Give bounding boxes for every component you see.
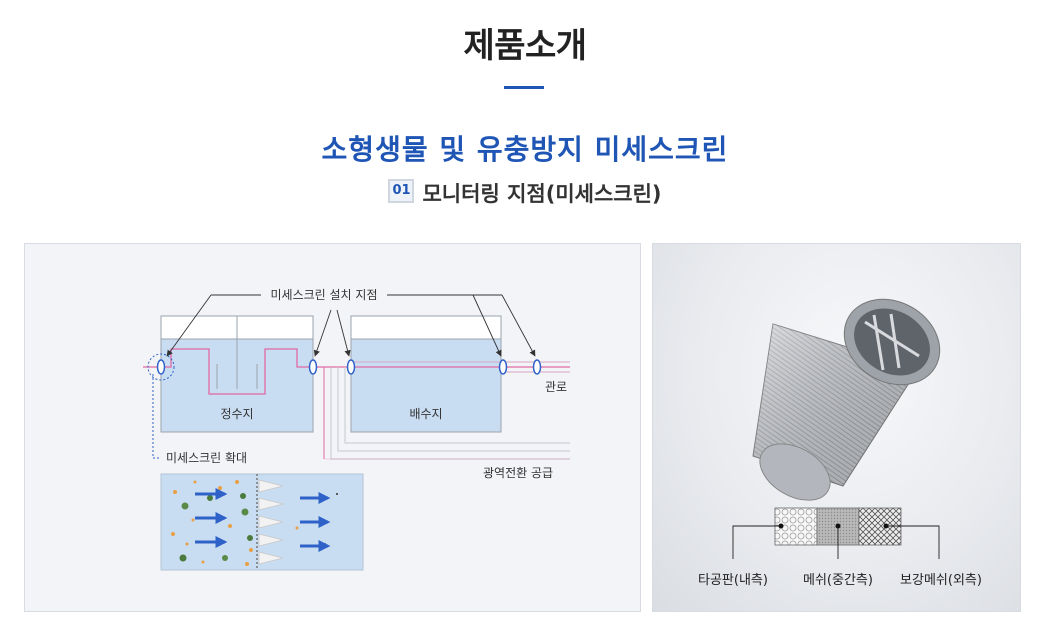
zoom-label: 미세스크린 확대 [166,451,247,465]
monitoring-diagram-panel: 정수지 배수지 미세스크린 설치 지점 [24,243,641,612]
wide-area-supply-lines [323,367,570,460]
distribution-tank [350,315,502,433]
micro-screen-product: 타공판(내측) 메쉬(중간측) 보강메쉬(외측) [698,298,982,588]
leader-dot-mesh [835,523,841,529]
purification-tank [160,315,314,433]
screen-point-3 [346,359,356,375]
screen-point-4 [498,359,508,375]
screen-point-5 [532,359,542,375]
wide-area-supply-label: 광역전환 공급 [483,466,553,480]
swatch-reinforced [858,507,902,546]
monitoring-diagram: 정수지 배수지 미세스크린 설치 지점 [143,288,570,571]
pipeline-label: 관로 [545,380,567,394]
zoom-mesh-strip [256,474,284,570]
layer-label-perforated: 타공판(내측) [698,573,768,588]
zoom-particles [171,480,338,566]
layer-leaders [732,525,940,559]
leader-dot-reinforced [883,523,889,529]
zoom-flow-arrows [195,488,331,552]
subtitle-text: 모니터링 지점(미세스크린) [422,182,662,206]
install-points-leaders [166,294,536,357]
flow-line [143,348,570,395]
product-image-panel: 타공판(내측) 메쉬(중간측) 보강메쉬(외측) [652,243,1021,612]
layer-label-reinforced: 보강메쉬(외측) [900,573,982,588]
screen-cylinder [752,298,941,501]
tank-distribution-label: 배수지 [409,407,442,421]
install-points-label: 미세스크린 설치 지점 [271,288,378,302]
title-underline [504,86,544,89]
subtitle-number-badge: 01 [388,179,415,203]
zoom-leader [152,374,161,459]
screen-zoom-box [160,473,364,571]
layer-label-mesh: 메쉬(중간측) [803,573,873,588]
section-title: 소형생물 및 유충방지 미세스크린 [321,133,729,166]
screen-point-1 [147,353,175,381]
leader-dot-perforated [778,523,784,529]
page-title: 제품소개 [463,26,587,66]
tank-purification-label: 정수지 [220,407,253,421]
screen-point-2 [308,359,318,375]
subtitle-row: 01 모니터링 지점(미세스크린) [0,178,1050,208]
